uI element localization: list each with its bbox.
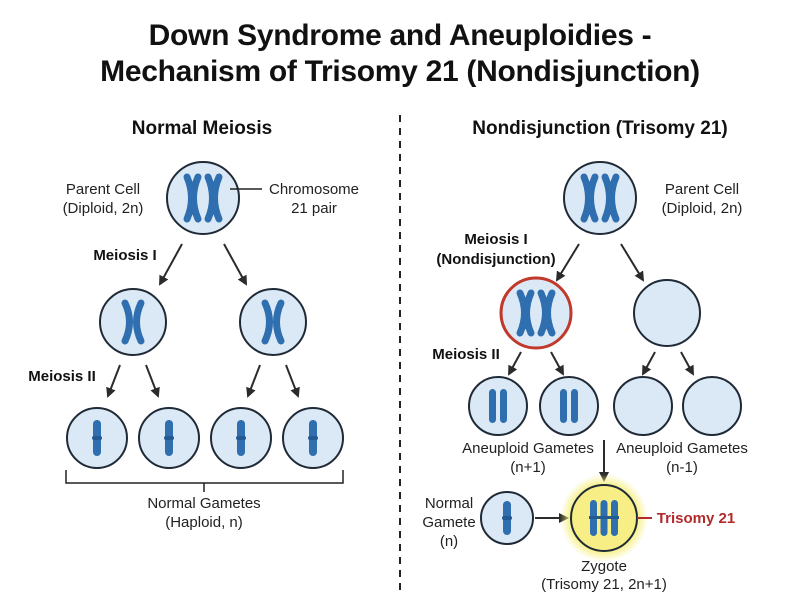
- normal-gamete-label-2: Gamete: [422, 514, 475, 531]
- normal-gametes-label-2: (Haploid, n): [165, 514, 243, 531]
- normal-gametes-label-1: Normal Gametes: [147, 495, 260, 512]
- right-parent-label-2: (Diploid, 2n): [662, 200, 743, 217]
- aneuploid-gamete-n-minus-1: [613, 376, 673, 436]
- empty-cell: [633, 279, 701, 347]
- right-parent-cell: [563, 161, 637, 235]
- arrow: [223, 243, 247, 286]
- left-parent-label-2: (Diploid, 2n): [63, 200, 144, 217]
- zygote-label-1: Zygote: [581, 558, 627, 575]
- arrow: [642, 351, 656, 376]
- right-parent-label-1: Parent Cell: [665, 181, 739, 198]
- right-section-heading: Nondisjunction (Trisomy 21): [472, 118, 727, 139]
- arrow: [285, 364, 300, 398]
- arrow: [246, 364, 261, 398]
- aneuploid-gamete-n-minus-1: [682, 376, 742, 436]
- left-meiosis1-cell-b: [239, 288, 307, 356]
- normal-gamete-label-3: (n): [440, 533, 458, 550]
- arrow: [159, 243, 183, 286]
- zygote-cell: [560, 474, 648, 562]
- chromosome-pair: [183, 173, 223, 223]
- left-meiosis-2-label: Meiosis II: [28, 368, 96, 385]
- left-parent-label-1: Parent Cell: [66, 181, 140, 198]
- normal-gamete: [66, 407, 128, 469]
- aneuploid-gamete-n-plus-1: [539, 376, 599, 436]
- arrow: [145, 364, 160, 398]
- left-parent-cell: [166, 161, 240, 235]
- right-meiosis-1-label-1: Meiosis I: [464, 231, 527, 248]
- aneuploid-minus-label-1: Aneuploid Gametes: [616, 440, 748, 457]
- chromosome-label-1: Chromosome: [269, 181, 359, 198]
- arrow: [550, 351, 564, 376]
- aneuploid-plus-label-2: (n+1): [510, 459, 545, 476]
- normal-gamete-cell: [480, 491, 534, 545]
- zygote-label-2: (Trisomy 21, 2n+1): [541, 576, 667, 593]
- arrow: [106, 364, 121, 398]
- title-line-2: Mechanism of Trisomy 21 (Nondisjunction): [100, 55, 700, 88]
- left-section-heading: Normal Meiosis: [132, 118, 272, 139]
- left-meiosis-1-label: Meiosis I: [93, 247, 156, 264]
- left-meiosis1-cell-a: [99, 288, 167, 356]
- aneuploid-minus-label-2: (n-1): [666, 459, 698, 476]
- trisomy-21-label: Trisomy 21: [657, 510, 735, 527]
- arrow: [508, 351, 522, 376]
- right-meiosis-2-label: Meiosis II: [432, 346, 500, 363]
- right-meiosis-1-label-2: (Nondisjunction): [436, 251, 555, 268]
- normal-gamete: [282, 407, 344, 469]
- arrow: [680, 351, 694, 376]
- aneuploid-plus-label-1: Aneuploid Gametes: [462, 440, 594, 457]
- page-title: Down Syndrome and Aneuploidies - Mechani…: [0, 18, 800, 90]
- gametes-bracket: [65, 470, 344, 492]
- normal-gamete: [210, 407, 272, 469]
- chromosome-label-2: 21 pair: [291, 200, 337, 217]
- aneuploid-gamete-n-plus-1: [468, 376, 528, 436]
- nondisjunction-cell: [499, 276, 573, 350]
- normal-gamete-label-1: Normal: [425, 495, 473, 512]
- arrow: [620, 243, 645, 282]
- title-line-1: Down Syndrome and Aneuploidies -: [148, 19, 652, 52]
- normal-gamete: [138, 407, 200, 469]
- arrow: [555, 243, 580, 282]
